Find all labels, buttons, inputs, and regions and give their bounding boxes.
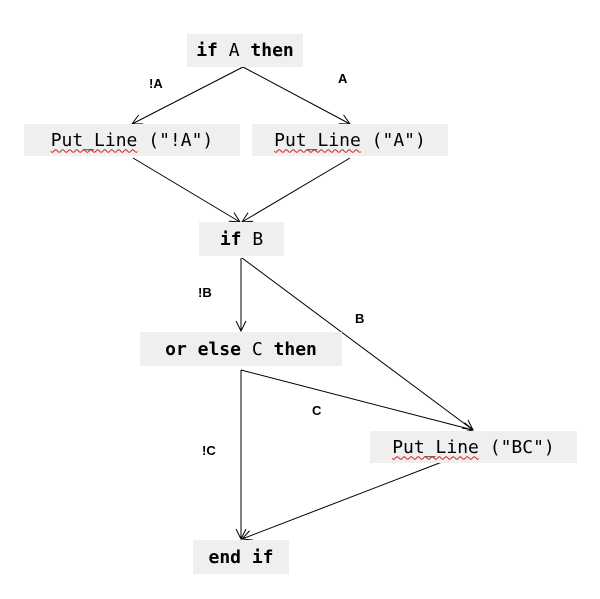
procedure-argument: ("A") — [371, 129, 426, 151]
edge-put-a-to-if-b — [242, 157, 351, 222]
edge-if-a-to-put-a — [242, 66, 350, 124]
node-if-b: if B — [199, 222, 284, 256]
keyword-if: if — [219, 228, 242, 250]
edge-label-not-a: !A — [149, 76, 163, 91]
edge-if-a-to-put-not-a — [132, 66, 244, 124]
procedure-name: Put_Line — [50, 129, 138, 151]
identifier-a: A — [228, 40, 240, 61]
node-or-else-c-then: or else C then — [140, 332, 342, 366]
edge-put-bc-to-end-if — [242, 461, 443, 539]
identifier-b: B — [252, 228, 264, 250]
keyword-if: if — [196, 40, 218, 61]
keyword-or-else: or else — [165, 338, 241, 360]
procedure-argument: ("!A") — [148, 129, 214, 151]
procedure-argument: ("BC") — [489, 436, 555, 458]
edge-label-not-c: !C — [202, 443, 216, 458]
node-if-a-then: if A then — [187, 34, 303, 67]
keyword-then: then — [273, 338, 317, 360]
edge-put-not-a-to-if-b — [132, 157, 240, 222]
identifier-c: C — [251, 338, 263, 360]
edge-label-c: C — [312, 403, 322, 418]
edge-label-not-b: !B — [198, 285, 212, 300]
procedure-name: Put_Line — [274, 129, 361, 151]
node-put-line-a: Put_Line ("A") — [252, 124, 448, 156]
edge-or-else-to-put-bc — [240, 369, 473, 430]
edge-label-b: B — [355, 311, 365, 326]
procedure-name: Put_Line — [392, 436, 479, 458]
edge-label-a: A — [338, 71, 348, 86]
node-put-line-bc: Put_Line ("BC") — [370, 431, 577, 463]
edge-if-b-to-put-bc — [241, 257, 473, 430]
keyword-then: then — [250, 40, 294, 61]
node-put-line-not-a: Put_Line ("!A") — [24, 124, 240, 156]
node-end-if: end if — [193, 540, 289, 574]
